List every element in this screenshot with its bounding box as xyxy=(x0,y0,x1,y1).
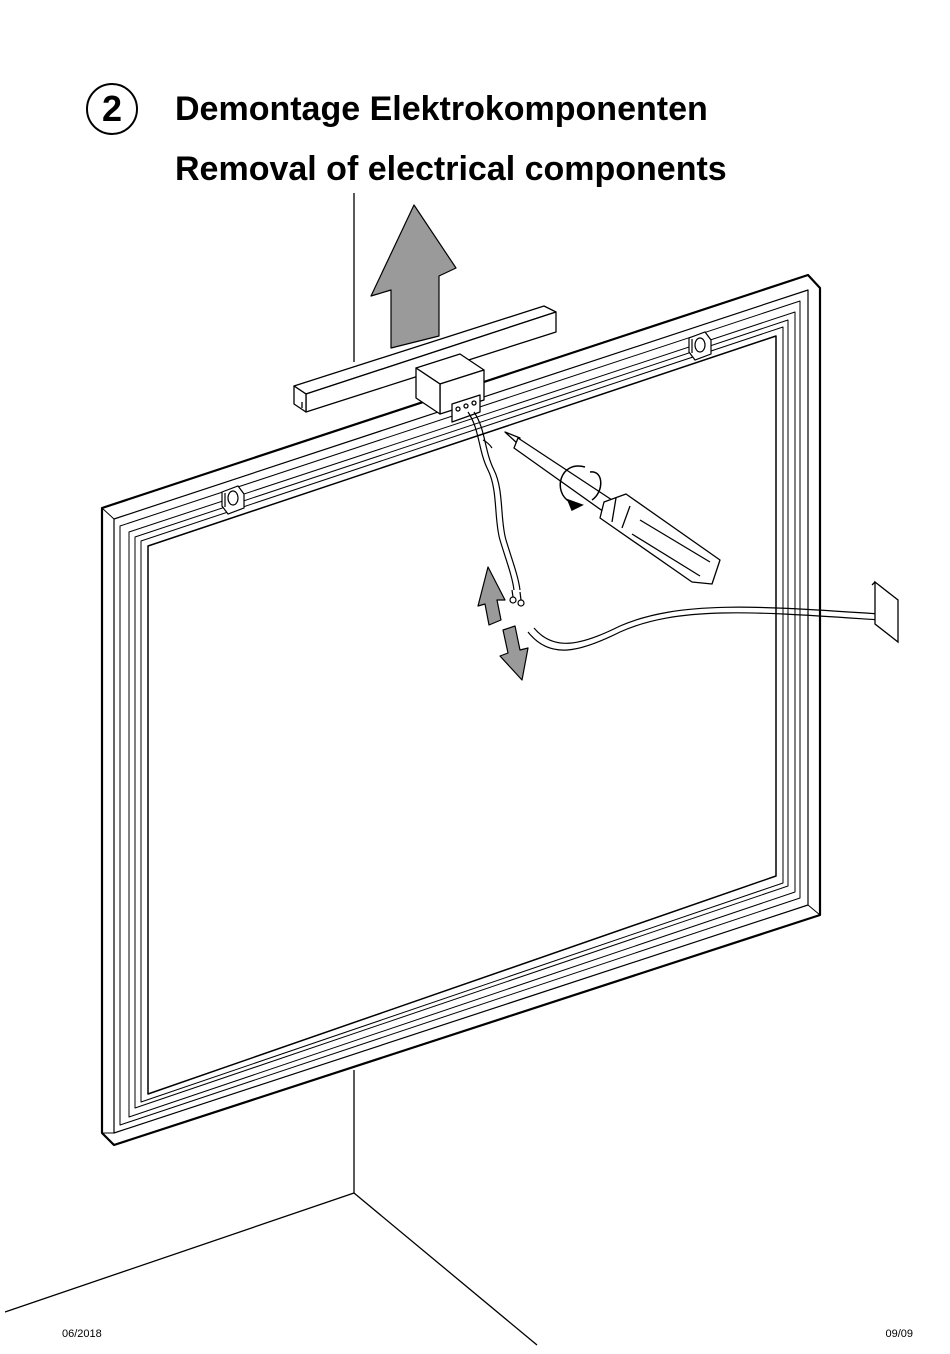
mounting-bracket-right xyxy=(689,332,711,360)
footer-page-number: 09/09 xyxy=(885,1328,913,1340)
title-english: Removal of electrical components xyxy=(175,150,727,189)
lift-up-arrow-icon xyxy=(371,205,456,348)
title-german: Demontage Elektrokomponenten xyxy=(175,90,708,129)
mounting-bracket-left xyxy=(222,486,244,514)
step-number-badge: 2 xyxy=(86,83,138,135)
wall-socket xyxy=(872,582,898,642)
footer-date: 06/2018 xyxy=(62,1328,102,1340)
